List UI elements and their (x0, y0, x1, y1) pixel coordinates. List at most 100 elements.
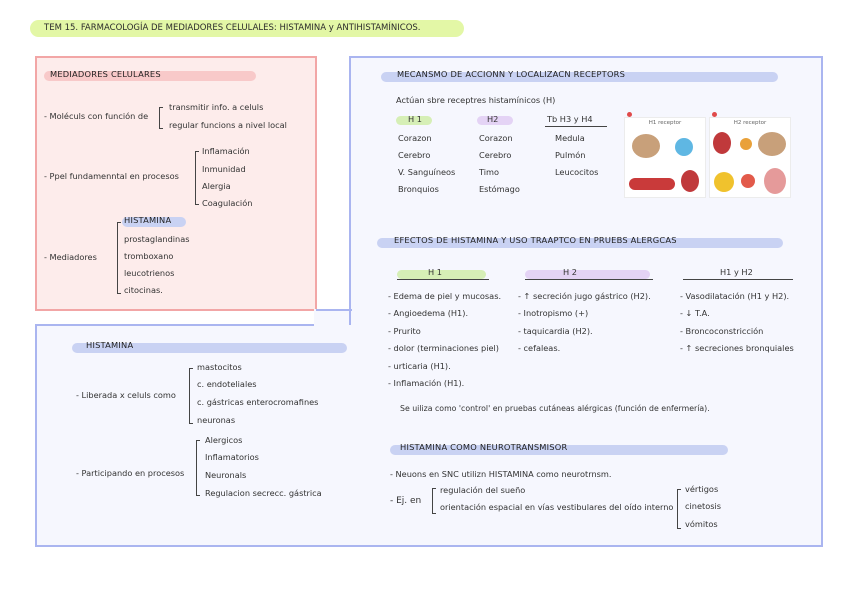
document-title: TEM 15. FARMACOLOGÍA DE MEDIADORES CELUL… (44, 23, 421, 33)
mediadores-row3-item: tromboxano (124, 251, 174, 261)
stomach-icon (764, 168, 786, 194)
neuro-symptom: cinetosis (685, 501, 722, 511)
brain-icon (758, 132, 786, 156)
bracket (432, 488, 436, 514)
mediadores-row2-label: - Ppel fundamenntal en procesos (44, 171, 179, 181)
efecto-item: - ↑ secreción jugo gástrico (H2). (518, 291, 651, 301)
bracket (117, 222, 121, 294)
histamina-title: HISTAMINA (86, 340, 134, 350)
section-title-highlight (377, 238, 783, 248)
bracket (195, 151, 199, 205)
receptor-location: Cerebro (479, 150, 512, 160)
histamina-row1-item: neuronas (197, 415, 236, 425)
pin-icon (627, 112, 632, 117)
receptor-location: Leucocitos (555, 167, 599, 177)
mediadores-row3-item: citocinas. (124, 285, 163, 295)
bracket (189, 368, 193, 424)
box-connector (314, 309, 352, 326)
document-title-highlight: TEM 15. FARMACOLOGÍA DE MEDIADORES CELUL… (30, 20, 464, 37)
mecanismo-title: MECANSMO DE ACCIONN Y LOCALIZACN RECEPTO… (397, 69, 626, 79)
mecanismo-intro: Actúan sbre receptres histamínicos (H) (396, 95, 556, 105)
efecto-item: - Inflamación (H1). (388, 378, 465, 388)
efecto-item: - urticaria (H1). (388, 361, 451, 371)
receptor-col-header: Tb H3 y H4 (547, 114, 593, 124)
receptor-col-header: H 1 (408, 114, 422, 124)
neuro-eg-item: regulación del sueño (440, 485, 526, 495)
histamina-box (35, 324, 351, 547)
mediadores-row1-item: transmitir info. a celuls (169, 102, 264, 112)
neuro-eg-item: orientación espacial en vías vestibulare… (440, 502, 674, 512)
neuro-symptom: vértigos (685, 484, 719, 494)
header-underline (397, 279, 489, 280)
heart-icon (681, 170, 699, 192)
receptor-location: Corazon (398, 133, 432, 143)
bracket (159, 107, 163, 129)
h2-header-highlight (525, 270, 650, 279)
neuro-line: - Neuons en SNC utilizn HISTAMINA como n… (390, 469, 612, 479)
efecto-item: - Broncoconstricción (680, 326, 764, 336)
efecto-item: - taquicardia (H2). (518, 326, 593, 336)
section-title-highlight (390, 445, 728, 455)
box-connector-line (349, 309, 351, 325)
h1-receptor-caption: H1 receptor (648, 120, 682, 126)
h2-receptor-illustration: H2 receptor (709, 112, 791, 198)
mediadores-title: MEDIADORES CELULARES (50, 69, 161, 79)
efecto-col-header: H 1 (428, 267, 442, 277)
receptor-location: V. Sanguíneos (398, 167, 456, 177)
efecto-item: - Inotropismo (+) (518, 308, 589, 318)
mediadores-row3-item: leucotrienos (124, 268, 175, 278)
histamina-row2-item: Neuronals (205, 470, 247, 480)
efecto-item: - Prurito (388, 326, 421, 336)
neuro-eg-label: - Ej. en (390, 496, 422, 506)
stomach-lining-icon (714, 172, 734, 192)
blood-vessel-icon (629, 178, 675, 190)
h1-header-highlight (397, 270, 486, 279)
lungs-icon (675, 138, 693, 156)
histamina-row1-label: - Liberada x celuls como (76, 390, 176, 400)
h1-receptor-illustration: H1 receptor (624, 112, 706, 198)
mediadores-row3-label: - Mediadores (44, 252, 97, 262)
mediadores-row1-label: - Moléculs con función de (44, 111, 149, 121)
histamina-row1-item: c. gástricas enterocromafines (197, 397, 319, 407)
header-underline (545, 126, 607, 127)
section-title-highlight (72, 343, 347, 353)
histamina-row2-item: Alergicos (205, 435, 243, 445)
mediadores-row2-item: Inmunidad (202, 164, 246, 174)
neuro-symptom: vómitos (685, 519, 718, 529)
histamina-row1-item: mastocitos (197, 362, 242, 372)
cell-icon (741, 174, 755, 188)
receptor-location: Cerebro (398, 150, 431, 160)
receptor-location: Corazon (479, 133, 513, 143)
section-title-highlight (381, 72, 778, 82)
heart-icon (713, 132, 731, 154)
efectos-title: EFECTOS DE HISTAMINA Y USO TRAAPTCO EN P… (394, 235, 677, 245)
efecto-item: - Vasodilatación (H1 y H2). (680, 291, 790, 301)
receptor-location: Pulmón (555, 150, 586, 160)
efecto-col-header: H 2 (563, 267, 577, 277)
box-connector-line (316, 309, 352, 311)
efecto-item: - ↑ secreciones bronquiales (680, 343, 794, 353)
neuro-title: HISTAMINA COMO NEUROTRANSMISOR (400, 442, 568, 452)
receptor-location: Estómago (479, 184, 520, 194)
efecto-col-header: H1 y H2 (720, 267, 753, 277)
histamina-row1-item: c. endoteliales (197, 379, 257, 389)
receptor-location: Medula (555, 133, 585, 143)
receptor-location: Timo (479, 167, 500, 177)
efecto-item: - ↓ T.A. (680, 308, 710, 318)
section-title-highlight (44, 71, 256, 81)
h1-header-highlight (396, 116, 432, 125)
pin-icon (712, 112, 717, 117)
bracket (677, 489, 681, 529)
mediadores-row2-item: Inflamación (202, 146, 250, 156)
efectos-note: Se uiliza como 'control' en pruebas cutá… (400, 404, 710, 413)
histamina-row2-item: Inflamatorios (205, 452, 259, 462)
h2-header-highlight (477, 116, 513, 125)
mediadores-row3-item: HISTAMINA (124, 215, 172, 225)
mediadores-box (35, 56, 317, 311)
efecto-item: - Edema de piel y mucosas. (388, 291, 502, 301)
header-underline (683, 279, 793, 280)
receptor-col-header: H2 (487, 114, 499, 124)
histamina-row2-label: - Participando en procesos (76, 468, 185, 478)
mediadores-row3-item: prostaglandinas (124, 234, 190, 244)
bracket (196, 440, 200, 496)
